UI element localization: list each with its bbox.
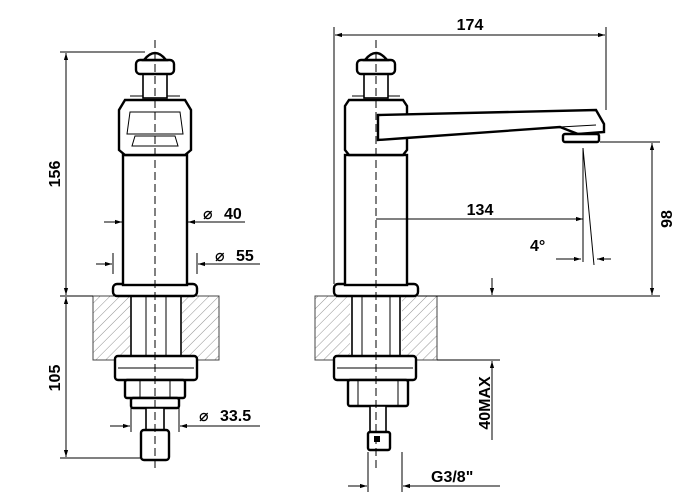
dim-156: 156: [47, 161, 64, 188]
front-view-dimensions: 174 134 4° 98 40MAX G3/8": [333, 17, 676, 492]
side-view: [92, 40, 220, 470]
mounting-nut-left: [113, 354, 199, 462]
diameter-symbol-55: ⌀: [215, 248, 225, 265]
diameter-symbol-33-5: ⌀: [199, 408, 209, 425]
shank-left: [130, 295, 182, 361]
dim-40max: 40MAX: [477, 376, 494, 430]
diameter-symbol-40: ⌀: [203, 206, 213, 223]
dim-dia-40: 40: [224, 206, 242, 223]
dim-thread: G3/8": [431, 469, 473, 486]
dim-174: 174: [457, 17, 484, 34]
dim-134: 134: [467, 202, 494, 219]
dim-105: 105: [47, 365, 64, 392]
side-view-dimensions: 156 105 ⌀ 40 ⌀ 55 ⌀ 33.5: [47, 51, 260, 459]
dim-dia-55: 55: [236, 248, 254, 265]
dim-dia-33-5: 33.5: [220, 408, 251, 425]
mounting-nut-right: [332, 354, 418, 452]
front-view: [314, 40, 606, 470]
dim-98: 98: [659, 210, 676, 228]
dim-angle-4: 4°: [530, 238, 545, 255]
spout: [376, 108, 606, 144]
